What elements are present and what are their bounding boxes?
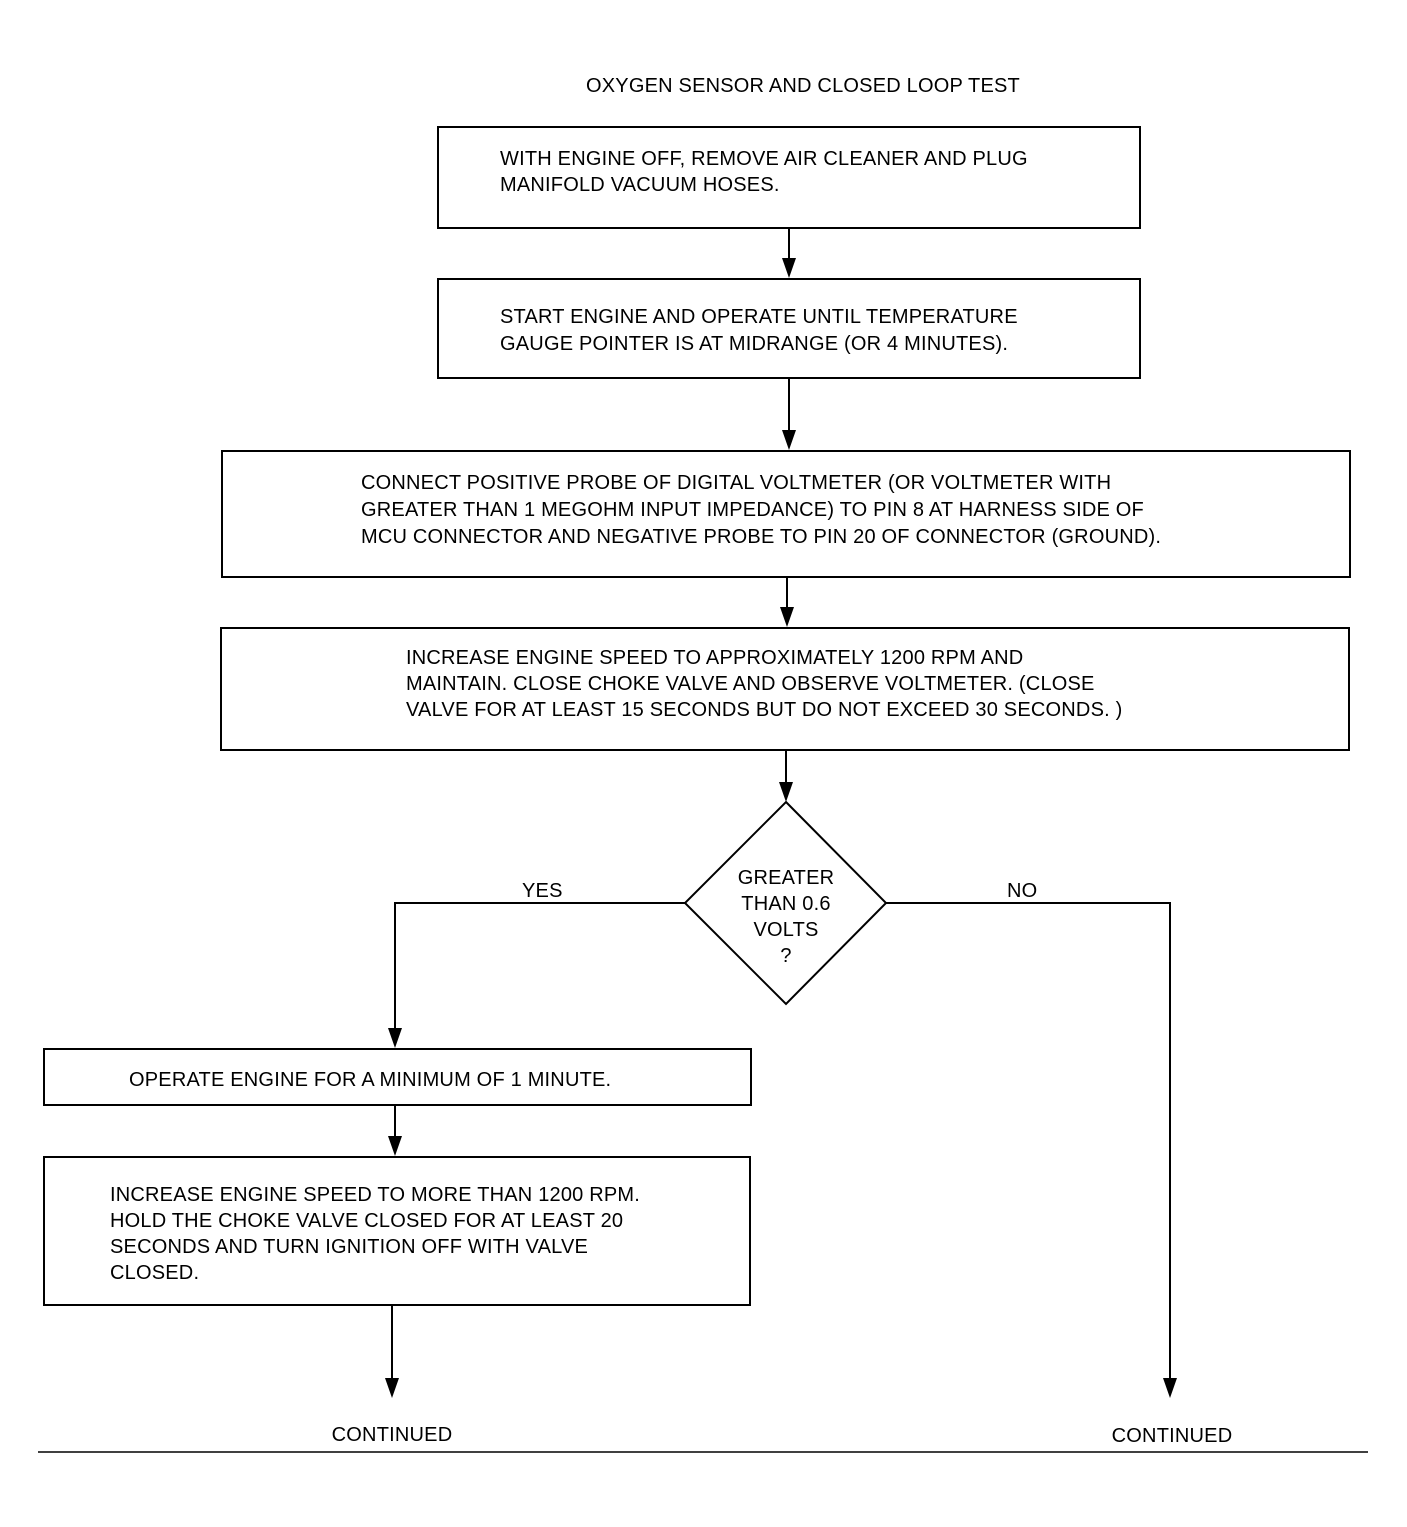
step-text-line: MCU CONNECTOR AND NEGATIVE PROBE TO PIN … [361, 526, 1162, 548]
arrowhead [388, 1028, 402, 1048]
decision-diamond [683, 800, 888, 1006]
arrowhead [1163, 1378, 1177, 1398]
step-box-hold-choke-valve [43, 1156, 751, 1306]
step-text-line: CONNECT POSITIVE PROBE OF DIGITAL VOLTME… [361, 472, 1112, 494]
arrowhead [782, 258, 796, 278]
arrowhead [385, 1378, 399, 1398]
step-box-connect-voltmeter [221, 450, 1351, 578]
step-box-increase-engine-speed [220, 627, 1350, 751]
decision-text-line: VOLTS [753, 919, 819, 941]
step-text-line: HOLD THE CHOKE VALVE CLOSED FOR AT LEAST… [110, 1210, 624, 1232]
no-branch-line [886, 902, 1171, 1380]
step-text-line: INCREASE ENGINE SPEED TO MORE THAN 1200 … [110, 1184, 641, 1206]
step-box-operate-engine [43, 1048, 752, 1106]
continued-label-right: CONTINUED [1111, 1425, 1233, 1447]
decision-text-line: GREATER [737, 867, 835, 889]
step-text-line: MAINTAIN. CLOSE CHOKE VALVE AND OBSERVE … [406, 673, 1095, 695]
step-text-line: OPERATE ENGINE FOR A MINIMUM OF 1 MINUTE… [129, 1069, 612, 1091]
step-text-line: INCREASE ENGINE SPEED TO APPROXIMATELY 1… [406, 647, 1024, 669]
step-box-remove-air-cleaner [437, 126, 1141, 229]
step-text-line: MANIFOLD VACUUM HOSES. [500, 174, 780, 196]
step-text-line: SECONDS AND TURN IGNITION OFF WITH VALVE [110, 1236, 589, 1258]
arrowhead [780, 607, 794, 627]
arrowhead [388, 1136, 402, 1156]
decision-text-line: THAN 0.6 [741, 893, 831, 915]
yes-branch-line [394, 902, 685, 1032]
arrowhead [779, 782, 793, 802]
continued-label-left: CONTINUED [331, 1424, 453, 1446]
decision-text-line: ? [780, 945, 792, 967]
step-text-line: CLOSED. [110, 1262, 200, 1284]
no-label: NO [1007, 880, 1038, 902]
step-text-line: WITH ENGINE OFF, REMOVE AIR CLEANER AND … [500, 148, 1028, 170]
step-box-start-engine [437, 278, 1141, 379]
step-text-line: GREATER THAN 1 MEGOHM INPUT IMPEDANCE) T… [361, 499, 1144, 521]
step-text-line: START ENGINE AND OPERATE UNTIL TEMPERATU… [500, 306, 1018, 328]
step-text-line: VALVE FOR AT LEAST 15 SECONDS BUT DO NOT… [406, 699, 1123, 721]
arrowhead [782, 430, 796, 450]
yes-label: YES [522, 880, 563, 902]
page-title: OXYGEN SENSOR AND CLOSED LOOP TEST [586, 75, 1020, 97]
step-text-line: GAUGE POINTER IS AT MIDRANGE (OR 4 MINUT… [500, 333, 1009, 355]
